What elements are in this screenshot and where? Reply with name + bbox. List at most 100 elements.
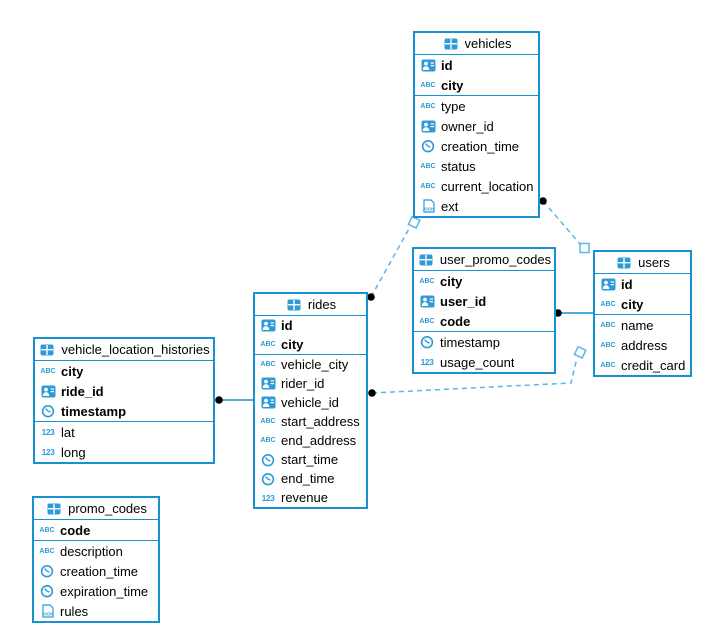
text-type-icon: ABC xyxy=(600,361,616,369)
id-badge-icon xyxy=(419,120,437,133)
table-row[interactable]: user_id xyxy=(414,291,554,311)
table-row[interactable]: rider_id xyxy=(255,374,366,393)
relation-endpoint-square xyxy=(573,345,587,359)
svg-text:JSON: JSON xyxy=(422,206,433,211)
id-badge-icon xyxy=(259,396,277,409)
table-icon xyxy=(45,503,63,515)
id-badge-icon xyxy=(599,278,617,291)
table-title: rides xyxy=(307,297,337,312)
json-type-icon: JSON xyxy=(419,199,437,213)
text-type-icon: ABC xyxy=(39,547,55,555)
text-type-icon: ABC xyxy=(600,321,616,329)
id-badge-icon xyxy=(39,385,57,398)
table-row[interactable]: timestamp xyxy=(414,332,554,352)
relation-endpoint-square xyxy=(407,215,421,229)
table-icon xyxy=(442,38,460,50)
table-row[interactable]: id xyxy=(415,55,538,75)
relation-endpoint-dot xyxy=(368,389,376,397)
relation-line-vehicles-users[interactable] xyxy=(542,200,581,245)
table-icon xyxy=(38,344,56,356)
text-type-icon: ABC xyxy=(600,300,616,308)
table-header[interactable]: vehicles xyxy=(415,33,538,55)
table-title: users xyxy=(638,255,670,270)
relation-line-rides-vehicles[interactable] xyxy=(370,226,411,298)
text-type-icon: ABC xyxy=(420,81,436,89)
text-type-icon: ABC xyxy=(39,526,55,534)
table-title: vehicle_location_histories xyxy=(61,342,210,357)
table-row[interactable]: vehicle_id xyxy=(255,393,366,412)
svg-text:JSON: JSON xyxy=(41,611,52,616)
table-row[interactable]: creation_time xyxy=(415,136,538,156)
table-row[interactable]: timestamp xyxy=(35,401,213,421)
number-type-icon: 123 xyxy=(41,447,55,457)
table-row[interactable]: end_time xyxy=(255,469,366,488)
table-title: promo_codes xyxy=(68,501,147,516)
relation-endpoint-dot xyxy=(215,396,223,404)
table-row[interactable]: id xyxy=(595,274,690,294)
table-row[interactable]: creation_time xyxy=(34,561,158,581)
json-type-icon: JSON xyxy=(38,604,56,618)
table-row[interactable]: expiration_time xyxy=(34,581,158,601)
table-icon xyxy=(285,299,303,311)
relation-endpoint-dot xyxy=(554,309,562,317)
table-icon xyxy=(615,257,633,269)
clock-type-icon xyxy=(259,453,277,467)
text-type-icon: ABC xyxy=(419,317,435,325)
table-row[interactable]: id xyxy=(255,316,366,335)
table-header[interactable]: users xyxy=(595,252,690,274)
text-type-icon: ABC xyxy=(420,162,436,170)
table-row[interactable]: start_time xyxy=(255,450,366,469)
number-type-icon: 123 xyxy=(41,427,55,437)
table-title: user_promo_codes xyxy=(439,252,552,267)
table-header[interactable]: user_promo_codes xyxy=(414,249,554,271)
clock-type-icon xyxy=(418,335,436,349)
text-type-icon: ABC xyxy=(260,341,276,348)
text-type-icon: ABC xyxy=(419,277,435,285)
table-row[interactable]: owner_id xyxy=(415,116,538,136)
table-row[interactable]: ride_id xyxy=(35,381,213,401)
clock-type-icon xyxy=(38,564,56,578)
table-header[interactable]: promo_codes xyxy=(34,498,158,520)
table-header[interactable]: vehicle_location_histories xyxy=(35,339,213,361)
table-header[interactable]: rides xyxy=(255,294,366,316)
clock-type-icon xyxy=(419,139,437,153)
relation-line-rides-users[interactable] xyxy=(371,357,578,394)
clock-type-icon xyxy=(38,584,56,598)
